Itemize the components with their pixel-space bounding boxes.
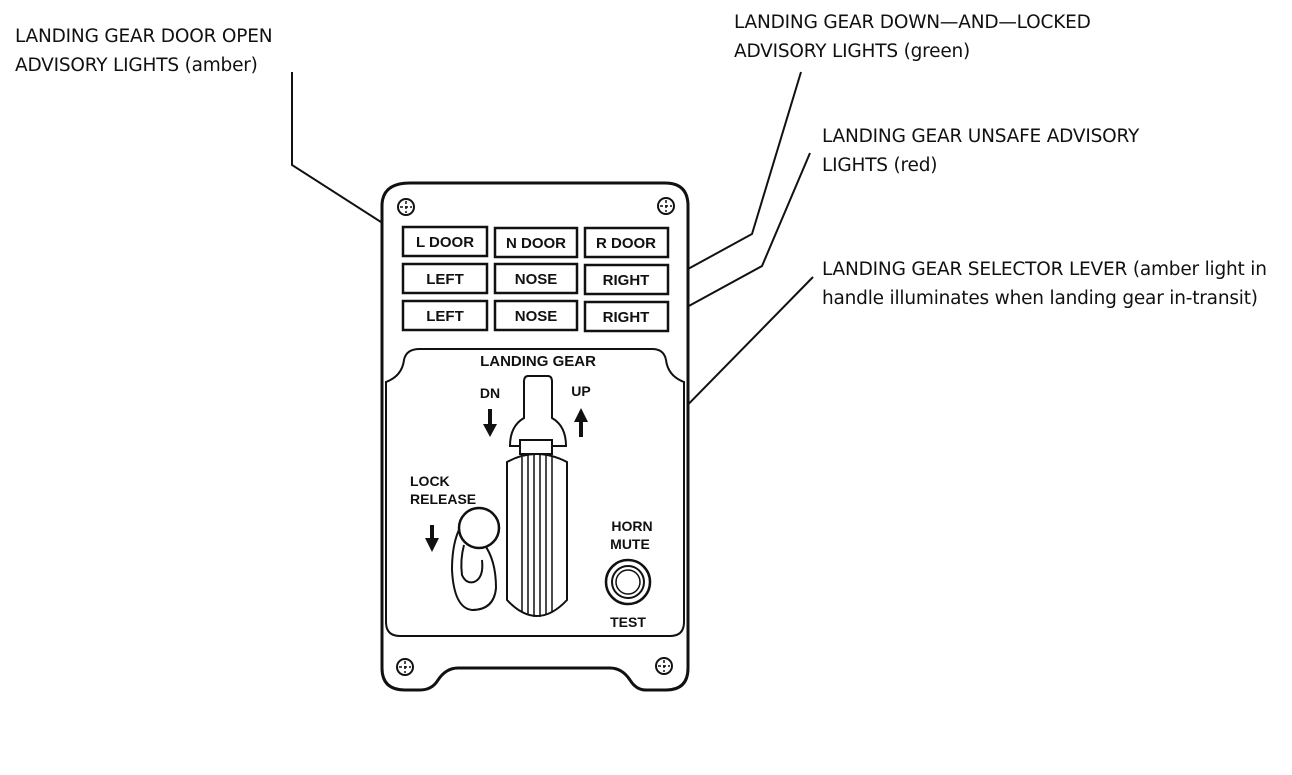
callout-unsafe-line1: LANDING GEAR UNSAFE ADVISORY <box>822 126 1140 147</box>
callout-down-locked: LANDING GEAR DOWN—AND—LOCKED ADVISORY LI… <box>734 8 1091 66</box>
callout-door-open-line2: ADVISORY LIGHTS (amber) <box>15 55 258 76</box>
door-lights-row: L DOOR N DOOR R DOOR <box>401 225 670 259</box>
light-r-door: R DOOR <box>596 235 656 252</box>
light-right-down-locked: RIGHT <box>603 272 650 289</box>
light-nose-down-locked: NOSE <box>515 271 558 288</box>
screw-icon-bottom-left <box>396 658 414 676</box>
up-label: UP <box>571 383 590 399</box>
leader-down-locked <box>676 71 802 276</box>
screw-icon-top-left <box>397 198 415 216</box>
lock-release-label-line2: RELEASE <box>410 491 476 507</box>
dn-label: DN <box>480 385 500 401</box>
arrow-down-icon-lock <box>425 525 439 552</box>
arrow-down-icon <box>483 409 497 437</box>
callout-door-open: LANDING GEAR DOOR OPEN ADVISORY LIGHTS (… <box>15 22 273 80</box>
callout-selector-line2: handle illuminates when landing gear in-… <box>822 288 1258 309</box>
landing-gear-title: LANDING GEAR <box>480 353 596 370</box>
callout-selector-line1: LANDING GEAR SELECTOR LEVER (amber light… <box>822 259 1267 280</box>
light-right-unsafe: RIGHT <box>603 309 650 326</box>
callout-down-locked-line2: ADVISORY LIGHTS (green) <box>734 41 971 62</box>
horn-label: HORN <box>611 518 652 534</box>
lock-release-label-line1: LOCK <box>410 473 450 489</box>
unsafe-lights-row: LEFT NOSE RIGHT <box>401 299 670 333</box>
mute-label: MUTE <box>610 536 650 552</box>
light-nose-unsafe: NOSE <box>515 308 558 325</box>
light-left-down-locked: LEFT <box>426 271 464 288</box>
screw-icon-bottom-right <box>655 657 673 675</box>
callout-door-open-line1: LANDING GEAR DOOR OPEN <box>15 26 273 47</box>
light-l-door: L DOOR <box>416 234 474 251</box>
light-left-unsafe: LEFT <box>426 308 464 325</box>
horn-mute-test-button[interactable] <box>604 558 652 606</box>
screw-icon-top-right <box>657 197 675 215</box>
down-locked-lights-row: LEFT NOSE RIGHT <box>401 262 670 296</box>
lock-release-button[interactable] <box>450 506 501 612</box>
callout-unsafe-line2: LIGHTS (red) <box>822 155 938 176</box>
leader-door-open <box>291 72 399 234</box>
arrow-up-icon <box>574 408 588 437</box>
callout-down-locked-line1: LANDING GEAR DOWN—AND—LOCKED <box>734 12 1091 33</box>
light-n-door: N DOOR <box>506 235 566 252</box>
gear-selector-lever[interactable] <box>506 375 568 617</box>
callout-selector: LANDING GEAR SELECTOR LEVER (amber light… <box>822 255 1267 313</box>
test-label: TEST <box>610 614 646 630</box>
callout-unsafe: LANDING GEAR UNSAFE ADVISORY LIGHTS (red… <box>822 122 1139 180</box>
leader-unsafe <box>675 152 811 314</box>
